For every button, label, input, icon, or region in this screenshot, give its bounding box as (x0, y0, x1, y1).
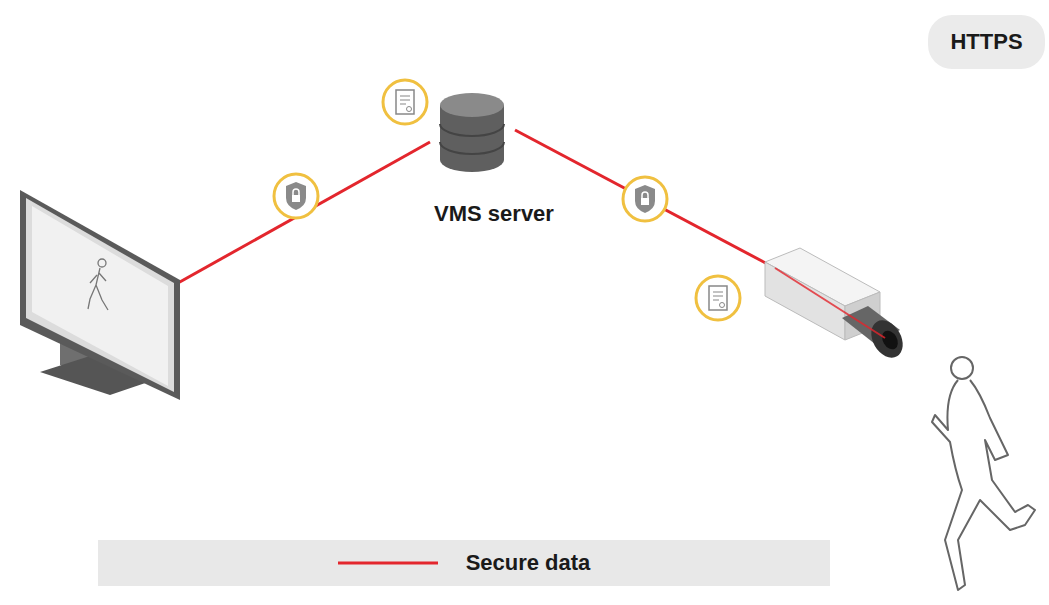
secure-line (178, 142, 430, 283)
legend-text: Secure data (466, 550, 591, 576)
node-text: VMS server (434, 201, 554, 227)
lock-shield-icon (623, 177, 667, 221)
protocol-badge: HTTPS (928, 15, 1045, 69)
secure-line (515, 130, 775, 268)
legend: Secure data (98, 540, 830, 586)
certificate-icon (383, 80, 427, 124)
camera (765, 248, 909, 363)
legend-line-sample (338, 558, 448, 568)
certificate-icon (696, 276, 740, 320)
server-label: VMS server (430, 199, 558, 229)
node-text: HTTPS (950, 29, 1022, 55)
running-person (932, 357, 1035, 590)
monitor (20, 190, 180, 400)
lock-shield-icon (274, 174, 318, 218)
database-icon (440, 93, 504, 172)
